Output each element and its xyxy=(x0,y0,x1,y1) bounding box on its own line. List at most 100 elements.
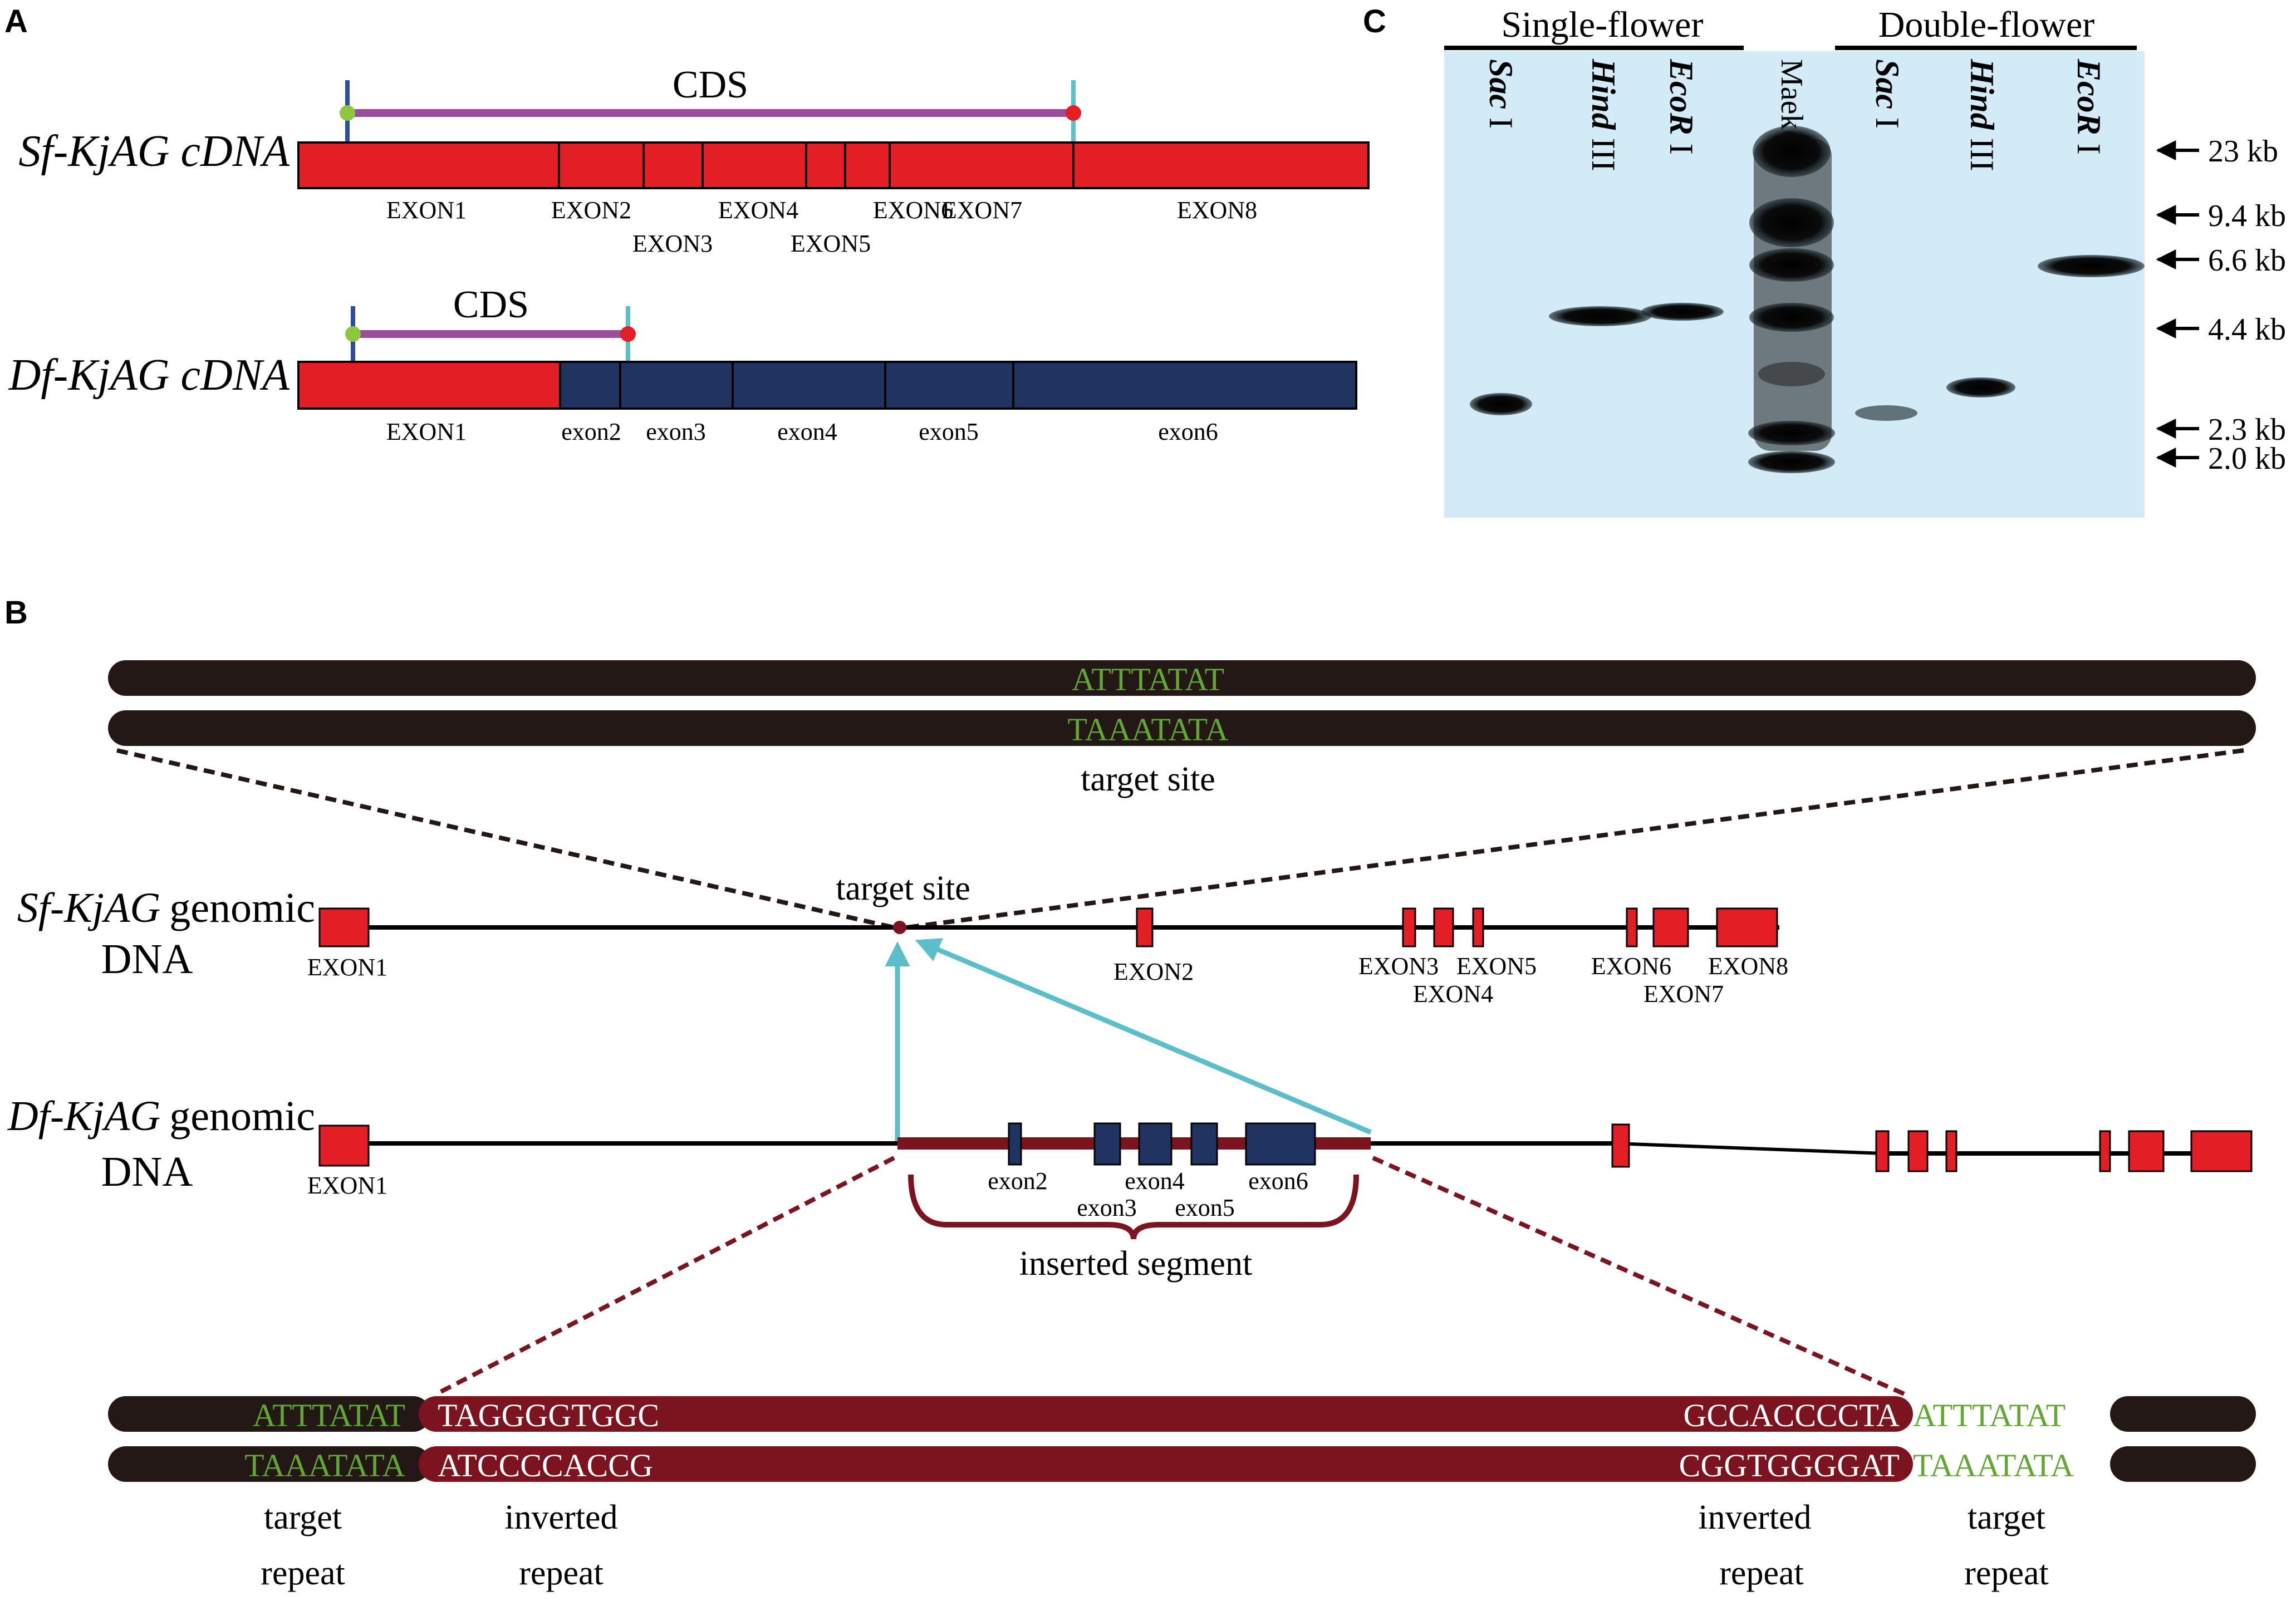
zoom-line-right xyxy=(898,748,2244,931)
left-target-seq-top: ATTTATAT xyxy=(253,1397,405,1433)
size-label: 4.4 kb xyxy=(2208,312,2286,347)
sf-exon2 xyxy=(1136,907,1154,947)
exon-label: exon4 xyxy=(1125,1167,1185,1195)
df-exon4 xyxy=(1138,1122,1172,1166)
band-double-ecor xyxy=(2038,255,2145,277)
stop-codon-dot xyxy=(620,326,636,342)
df-exon3 xyxy=(1093,1122,1121,1166)
lane-label: Hind III xyxy=(1964,58,2000,171)
df-genomic-line-slope xyxy=(1614,1142,1883,1155)
right-target-gap xyxy=(1913,1394,2110,1484)
sf-exon-boundaries xyxy=(558,143,1075,188)
start-codon-dot xyxy=(345,326,361,342)
exon-label: exon6 xyxy=(1158,418,1218,445)
marker-band xyxy=(1749,248,1834,282)
target-repeat-left-line2: repeat xyxy=(261,1554,345,1592)
band-single-hind xyxy=(1549,306,1651,326)
sf-exon1 xyxy=(318,907,370,947)
target-repeat-right-line2: repeat xyxy=(1964,1554,2048,1592)
exon-label: exon2 xyxy=(561,418,621,445)
sf-cdna-bar xyxy=(297,141,1370,189)
panel-c: C Single-flower Double-flower Sac I Hind… xyxy=(1363,3,2286,518)
df-exon1-block xyxy=(297,361,561,410)
lane-label: Hind III xyxy=(1585,58,1622,171)
left-ir-seq-top: TAGGGGTGGC xyxy=(438,1397,659,1433)
marker-band xyxy=(1749,198,1834,247)
exon-label: exon4 xyxy=(777,418,837,445)
size-label: 2.0 kb xyxy=(2208,441,2286,476)
size-label: 2.3 kb xyxy=(2208,412,2286,447)
band-double-sac xyxy=(1855,405,1917,421)
df-exon-blocks xyxy=(559,361,1357,410)
exon-label: EXON3 xyxy=(632,230,713,257)
panel-label-b: B xyxy=(4,595,28,631)
sf-genomic-exon-labels: EXON1 EXON2 EXON3 EXON4 EXON5 EXON6 EXON… xyxy=(307,952,1788,1008)
dna-strand-top xyxy=(108,660,2256,696)
exon-label: EXON7 xyxy=(1643,980,1724,1008)
flank-right-bottom xyxy=(2110,1446,2256,1482)
sf-exon5 xyxy=(1472,907,1484,947)
cds-label: CDS xyxy=(673,63,748,106)
insert-strand-bottom xyxy=(419,1446,1913,1482)
panel-label-a: A xyxy=(4,3,28,40)
lane-label: EcoR I xyxy=(1663,58,1700,155)
insertion-arrows xyxy=(885,938,1372,1141)
df-exon5 xyxy=(1190,1122,1218,1166)
df-downstream-exon xyxy=(1945,1130,1958,1172)
inserted-segment-brace xyxy=(908,1174,1359,1240)
exon-label: exon5 xyxy=(919,418,979,445)
exon-label: EXON2 xyxy=(1113,958,1194,985)
exon-label: EXON1 xyxy=(307,1172,387,1199)
exon-label: EXON1 xyxy=(386,418,467,445)
group-label-single: Single-flower xyxy=(1502,4,1704,45)
exon-label: EXON3 xyxy=(1358,952,1439,980)
sf-cdna-title: Sf-KjAG cDNA xyxy=(18,127,290,176)
df-genomic-title-line2: DNA xyxy=(101,1148,193,1195)
marker-band-2.0kb xyxy=(1748,451,1835,473)
target-site-dot xyxy=(893,921,906,934)
right-target-seq-top: ATTTATAT xyxy=(1913,1397,2066,1433)
marker-band-2.3kb xyxy=(1748,421,1835,445)
sf-exon8 xyxy=(1716,907,1778,947)
left-target-seq-bottom: TAAATATA xyxy=(244,1447,405,1484)
flank-left-bottom xyxy=(108,1446,431,1482)
exon-label: EXON6 xyxy=(873,197,953,224)
inverted-repeat-left-line2: repeat xyxy=(519,1554,603,1592)
df-downstream-exon xyxy=(1875,1130,1890,1172)
lane-label: Sac I xyxy=(1483,59,1519,129)
exon-label: EXON6 xyxy=(1591,952,1671,980)
marker-band xyxy=(1749,303,1834,332)
inverted-repeat-right-line2: repeat xyxy=(1719,1554,1803,1592)
sf-exon7 xyxy=(1652,907,1689,947)
df-exon-boundaries xyxy=(619,362,1014,409)
band-single-sac xyxy=(1470,393,1532,415)
df-cdna-map: Df-KjAG cDNA CDS EXON1 exon2 exon3 exon4… xyxy=(8,283,1357,445)
exon-label: EXON8 xyxy=(1177,197,1257,224)
exon-label: EXON4 xyxy=(1413,980,1493,1008)
exon-label: EXON4 xyxy=(718,197,798,224)
df-downstream-exon xyxy=(2099,1130,2111,1172)
insertion-arrow-right xyxy=(915,938,1372,1135)
panel-a: A Sf-KjAG cDNA CDS EXON1 EXON2 xyxy=(4,3,1370,445)
band-double-hind xyxy=(1946,377,2015,397)
df-downstream-exon xyxy=(2128,1130,2165,1172)
insertion-sequence-detail: ATTTATAT TAAATATA TAGGGGTGGC ATCCCCACCG … xyxy=(108,1394,2256,1592)
zoom-line-insert-right xyxy=(1372,1156,1905,1396)
exon-label: EXON1 xyxy=(307,954,387,981)
cds-label: CDS xyxy=(453,283,529,326)
size-markers: 23 kb 9.4 kb 4.4 kb 2.3 kb 2.0 kb 6.6 kb xyxy=(2156,134,2286,476)
inserted-segment-label: inserted segment xyxy=(1019,1245,1252,1283)
flank-right-top xyxy=(2110,1396,2256,1432)
target-site-zoom: ATTTATAT TAAATATA target site xyxy=(108,660,2256,931)
panel-label-c: C xyxy=(1363,3,1386,40)
target-repeat-right-line1: target xyxy=(1968,1499,2045,1536)
inverted-repeat-right-line1: inverted xyxy=(1698,1499,1811,1536)
marker-smear xyxy=(1754,139,1832,451)
target-seq-top: ATTTATAT xyxy=(1072,661,1224,698)
exon-label: EXON1 xyxy=(386,197,467,224)
lane-label: Sac I xyxy=(1869,59,1906,129)
size-label: 9.4 kb xyxy=(2208,199,2286,233)
